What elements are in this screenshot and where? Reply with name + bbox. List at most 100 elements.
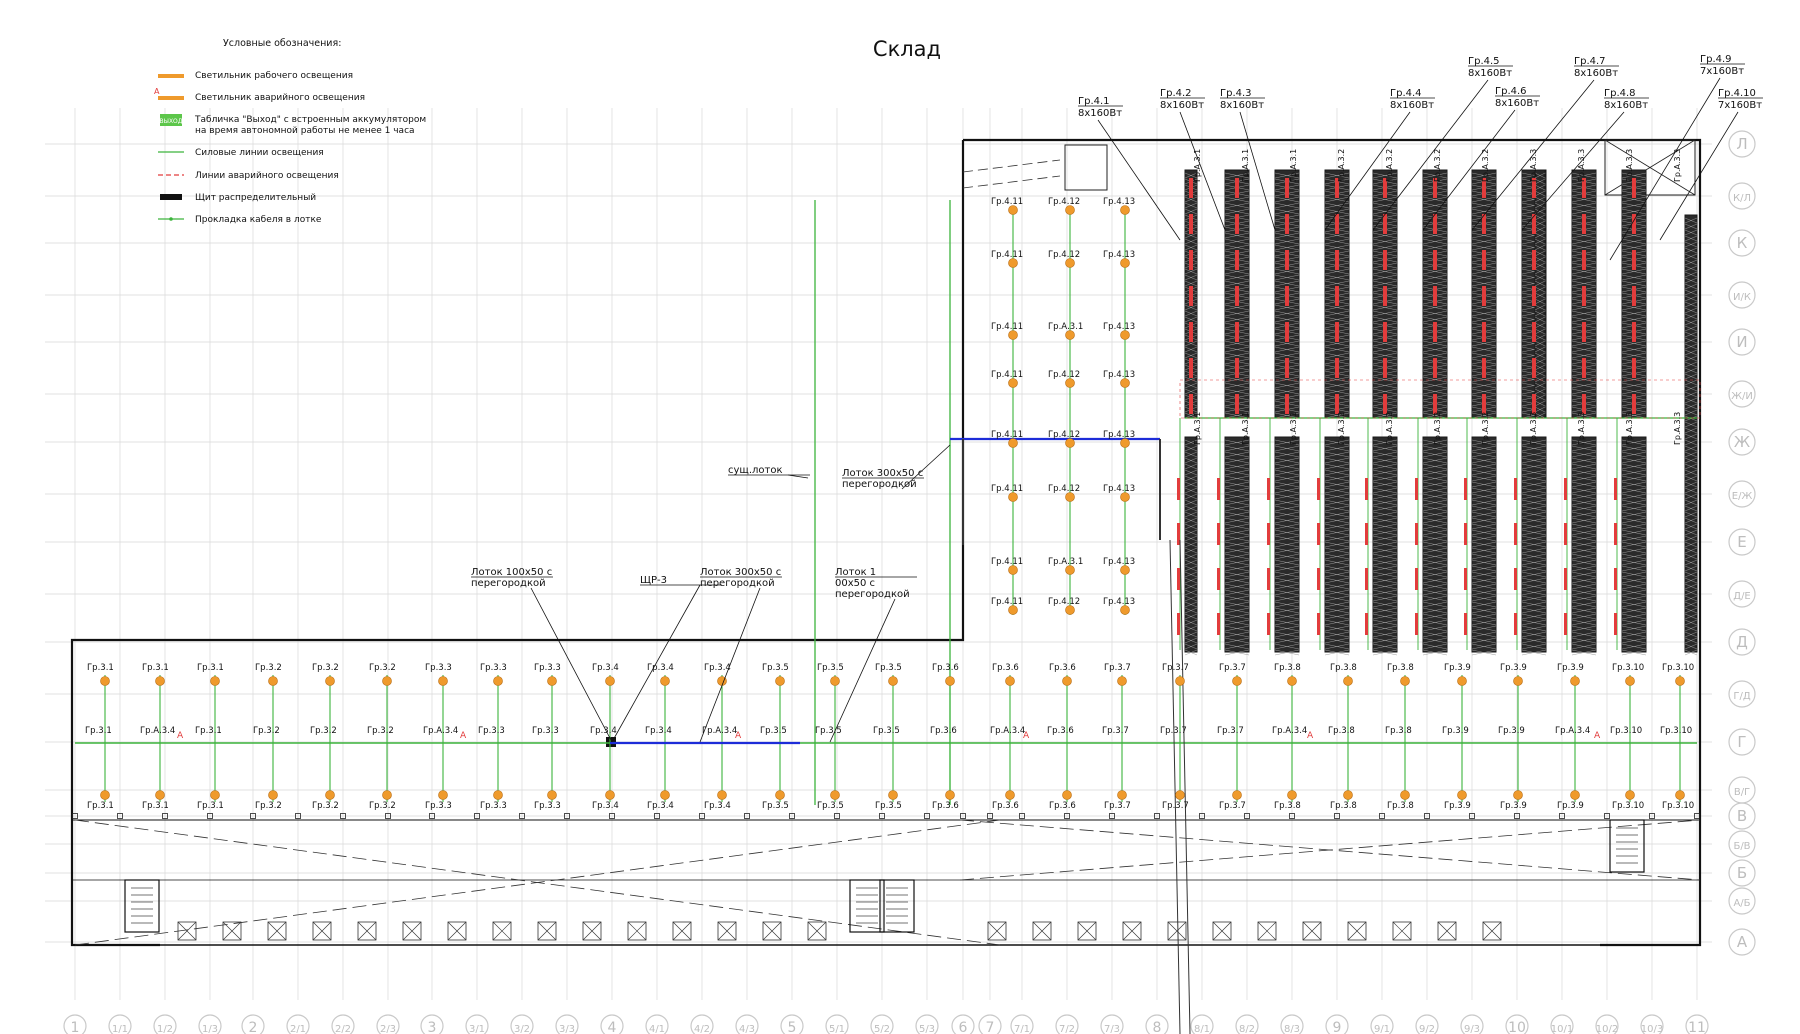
emergency-marker: А <box>1594 731 1601 741</box>
legend-item-panel: Щит распределительный <box>160 193 316 203</box>
rack-hatch <box>1224 352 1250 359</box>
light-fixture <box>1120 378 1130 388</box>
lower-group-label-mid: Гр.А.3.4 <box>990 726 1025 736</box>
rack-hatch <box>1684 229 1698 236</box>
rack-hatch <box>1422 346 1448 353</box>
rack-hatch <box>1324 613 1350 620</box>
rack-hatch <box>1184 631 1198 638</box>
rack-hatch <box>1684 241 1698 248</box>
lower-group-label-top: Гр.3.2 <box>255 663 282 673</box>
upper-group-label: Гр.4.13 <box>1103 484 1135 494</box>
rack-group-label: Гр.А.3.2 <box>1337 149 1346 182</box>
rack-hatch <box>1621 499 1647 506</box>
rack-hatch <box>1422 643 1448 650</box>
emergency-stripe <box>1433 358 1437 378</box>
rack-hatch <box>1571 619 1597 626</box>
rack-hatch <box>1571 274 1597 281</box>
rack-hatch <box>1471 238 1497 245</box>
light-fixture <box>547 676 557 686</box>
rack-hatch <box>1224 274 1250 281</box>
rack-hatch <box>1324 577 1350 584</box>
rack-hatch <box>1422 631 1448 638</box>
rack-hatch <box>1621 625 1647 632</box>
rack-hatch <box>1274 451 1300 458</box>
rack-hatch <box>1324 346 1350 353</box>
rack-hatch <box>1184 505 1198 512</box>
emergency-stripe <box>1433 286 1437 306</box>
rack-group-label: Гр.А.3.3 <box>1529 149 1538 182</box>
rack-hatch <box>1324 451 1350 458</box>
rack-hatch <box>1372 346 1398 353</box>
rack-hatch <box>1422 481 1448 488</box>
door-box <box>222 921 242 941</box>
lower-group-label-mid: Гр.3.4 <box>590 726 617 736</box>
rack-hatch <box>1471 172 1497 179</box>
rack-hatch <box>1684 349 1698 356</box>
emergency-stripe <box>1365 568 1368 590</box>
column-marker <box>1244 813 1250 819</box>
rack-hatch <box>1274 619 1300 626</box>
light-fixture <box>1008 492 1018 502</box>
rack <box>1571 436 1597 656</box>
lower-group-label-top: Гр.3.2 <box>312 663 339 673</box>
rack-hatch <box>1184 541 1198 548</box>
axis-bubble-col <box>1505 1014 1529 1034</box>
door-box <box>267 921 287 941</box>
door-cross <box>1032 921 1052 941</box>
rack-hatch <box>1684 283 1698 290</box>
emergency-stripe <box>1285 286 1289 306</box>
lower-group-label-bottom: Гр.3.8 <box>1330 801 1357 811</box>
rack-group-label: Гр.А.3.3 <box>1625 149 1634 182</box>
emergency-stripe <box>1335 214 1339 234</box>
axis-bubble-col <box>1595 1014 1619 1034</box>
light-fixture <box>1117 790 1127 800</box>
rack-hatch <box>1571 565 1597 572</box>
rack-hatch <box>1274 232 1300 239</box>
rack-hatch <box>1184 352 1198 359</box>
rack-hatch <box>1684 529 1698 536</box>
light-fixture <box>268 790 278 800</box>
rack-hatch <box>1571 280 1597 287</box>
legend-item-tray: Прокладка кабеля в лотке <box>158 215 322 225</box>
rack-hatch <box>1534 412 1546 419</box>
rack-hatch <box>1224 439 1250 446</box>
emergency-stripe <box>1317 568 1320 590</box>
rack-hatch <box>1471 376 1497 383</box>
rack-hatch <box>1684 589 1698 596</box>
upper-group-label: Гр.А.3.1 <box>1048 322 1083 332</box>
rack-hatch <box>1471 388 1497 395</box>
rack-hatch <box>1571 631 1597 638</box>
rack-hatch <box>1184 487 1198 494</box>
rack-hatch <box>1534 298 1546 305</box>
rack-hatch <box>1324 457 1350 464</box>
rack-hatch <box>1184 637 1198 644</box>
rack-group-label: Гр.А.3.3 <box>1577 412 1586 445</box>
rack-hatch <box>1471 445 1497 452</box>
rack-hatch <box>1184 238 1198 245</box>
axis-label-col: 8 <box>1153 1020 1162 1034</box>
rack-hatch <box>1372 517 1398 524</box>
rack-hatch <box>1684 517 1698 524</box>
lower-group-label-mid: Гр.А.3.4 <box>1555 726 1590 736</box>
rack-hatch <box>1184 202 1198 209</box>
rack-hatch <box>1471 553 1497 560</box>
rack-hatch <box>1621 346 1647 353</box>
rack-hatch <box>1422 388 1448 395</box>
axis-bubble-row <box>1728 130 1756 158</box>
rack-hatch <box>1471 463 1497 470</box>
rack-hatch <box>1684 301 1698 308</box>
axis-bubble-col <box>331 1014 355 1034</box>
rack-hatch <box>1571 643 1597 650</box>
rack-hatch <box>1184 481 1198 488</box>
rack-hatch <box>1684 337 1698 344</box>
axis-label-col: 2/3 <box>380 1024 396 1034</box>
column-marker <box>789 813 795 819</box>
rack-hatch <box>1571 493 1597 500</box>
lower-group-label-bottom: Гр.3.9 <box>1557 801 1584 811</box>
column-marker <box>699 813 705 819</box>
emergency-stripe <box>1189 178 1193 198</box>
callout-leader <box>1324 111 1411 231</box>
rack-hatch <box>1422 316 1448 323</box>
axis-label-col: 8/3 <box>1284 1024 1300 1034</box>
